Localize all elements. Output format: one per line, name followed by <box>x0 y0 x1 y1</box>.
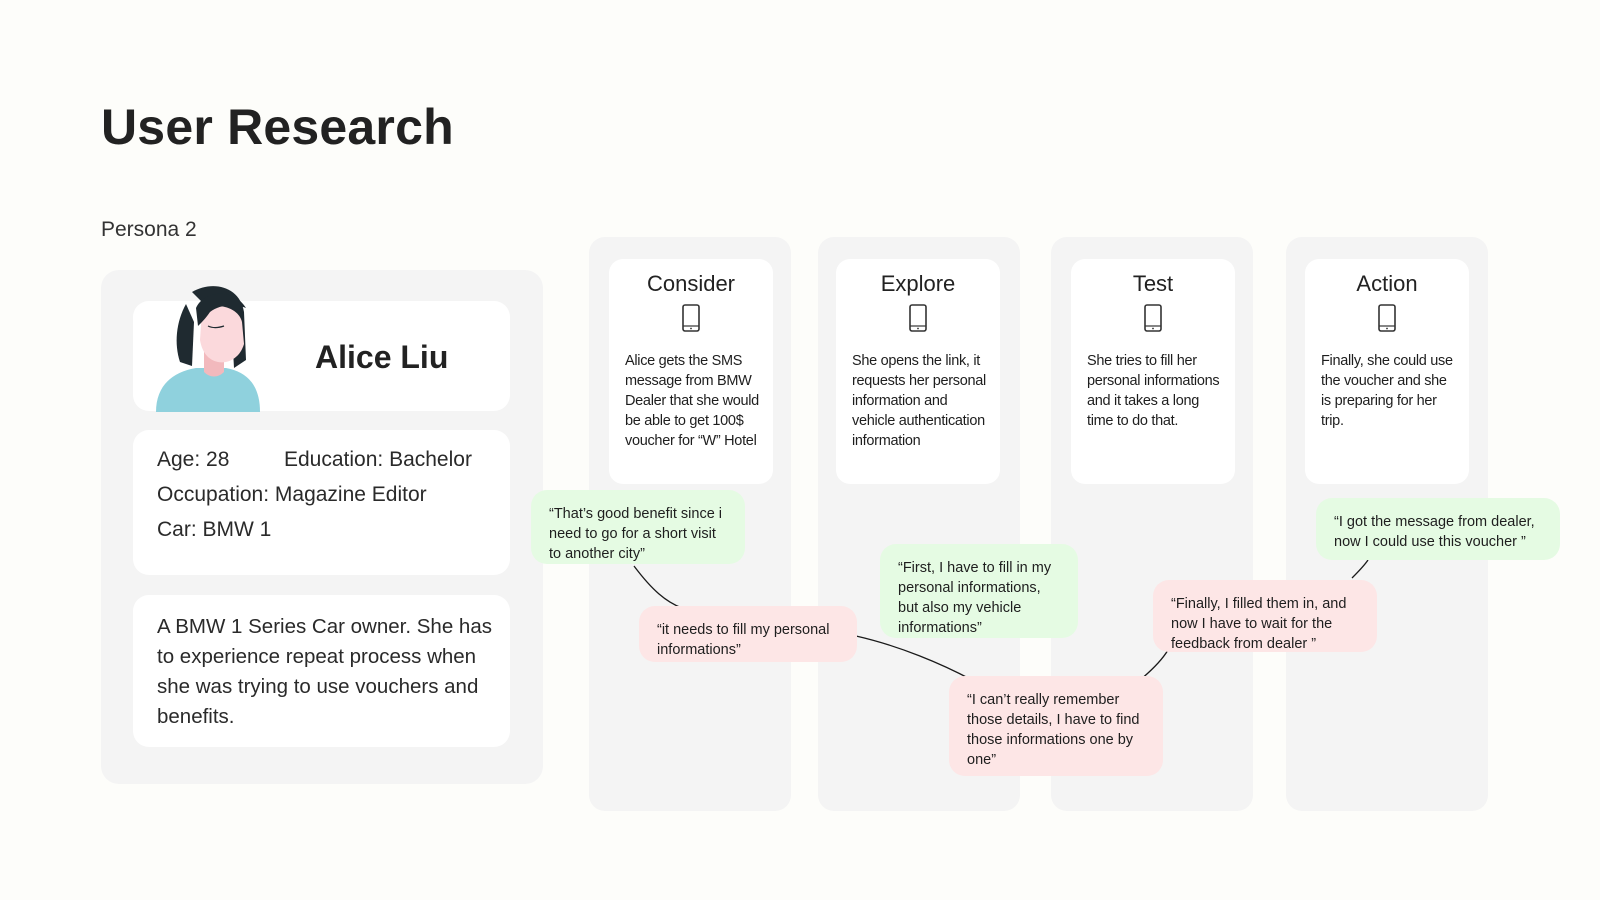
stage-title: Consider <box>646 271 736 296</box>
stage-card-test: Test She tries to fill her personal info… <box>1071 259 1235 484</box>
connector-line <box>1351 559 1369 579</box>
persona-age: Age: 28 <box>157 448 230 471</box>
stage-title: Action <box>1356 271 1418 296</box>
phone-icon <box>909 304 927 332</box>
stage-description: She opens the link, it requests her pers… <box>852 353 986 449</box>
connector-line <box>855 635 973 681</box>
phone-icon <box>682 304 700 332</box>
connector-line <box>633 565 683 609</box>
persona-bio: A BMW 1 Series Car owner. She has to exp… <box>157 615 492 728</box>
stage-card-explore: Explore She opens the link, it requests … <box>836 259 1000 484</box>
stage-description: She tries to fill her personal informati… <box>1087 353 1220 429</box>
quote-bubble: “That’s good benefit since i need to go … <box>531 490 745 564</box>
persona-education: Education: Bachelor <box>284 448 472 471</box>
stage-description: Finally, she could use the voucher and s… <box>1321 353 1453 429</box>
quote-bubble: “it needs to fill my personal informatio… <box>639 606 857 662</box>
stage-card-consider: Consider Alice gets the SMS message from… <box>609 259 773 484</box>
persona-info-card: Age: 28 Education: Bachelor Occupation: … <box>133 430 510 575</box>
stage-title: Explore <box>880 271 956 296</box>
quote-bubble: “I can’t really remember those details, … <box>949 676 1163 776</box>
avatar <box>156 286 260 412</box>
persona-car: Car: BMW 1 <box>157 518 272 541</box>
stage-title: Test <box>1132 271 1174 296</box>
stage-card-action: Action Finally, she could use the vouche… <box>1305 259 1469 484</box>
persona-label: Persona 2 <box>101 218 197 241</box>
phone-icon <box>1378 304 1396 332</box>
phone-icon <box>1144 304 1162 332</box>
quote-bubble: “I got the message from dealer, now I co… <box>1316 498 1560 560</box>
stage-description: Alice gets the SMS message from BMW Deal… <box>625 353 759 449</box>
page-title: User Research <box>101 99 454 155</box>
quote-bubble: “First, I have to fill in my personal in… <box>880 544 1078 638</box>
quote-bubble: “Finally, I filled them in, and now I ha… <box>1153 580 1377 652</box>
persona-occupation: Occupation: Magazine Editor <box>157 483 427 506</box>
persona-name: Alice Liu <box>315 339 449 375</box>
persona-bio-card: A BMW 1 Series Car owner. She has to exp… <box>133 595 510 747</box>
